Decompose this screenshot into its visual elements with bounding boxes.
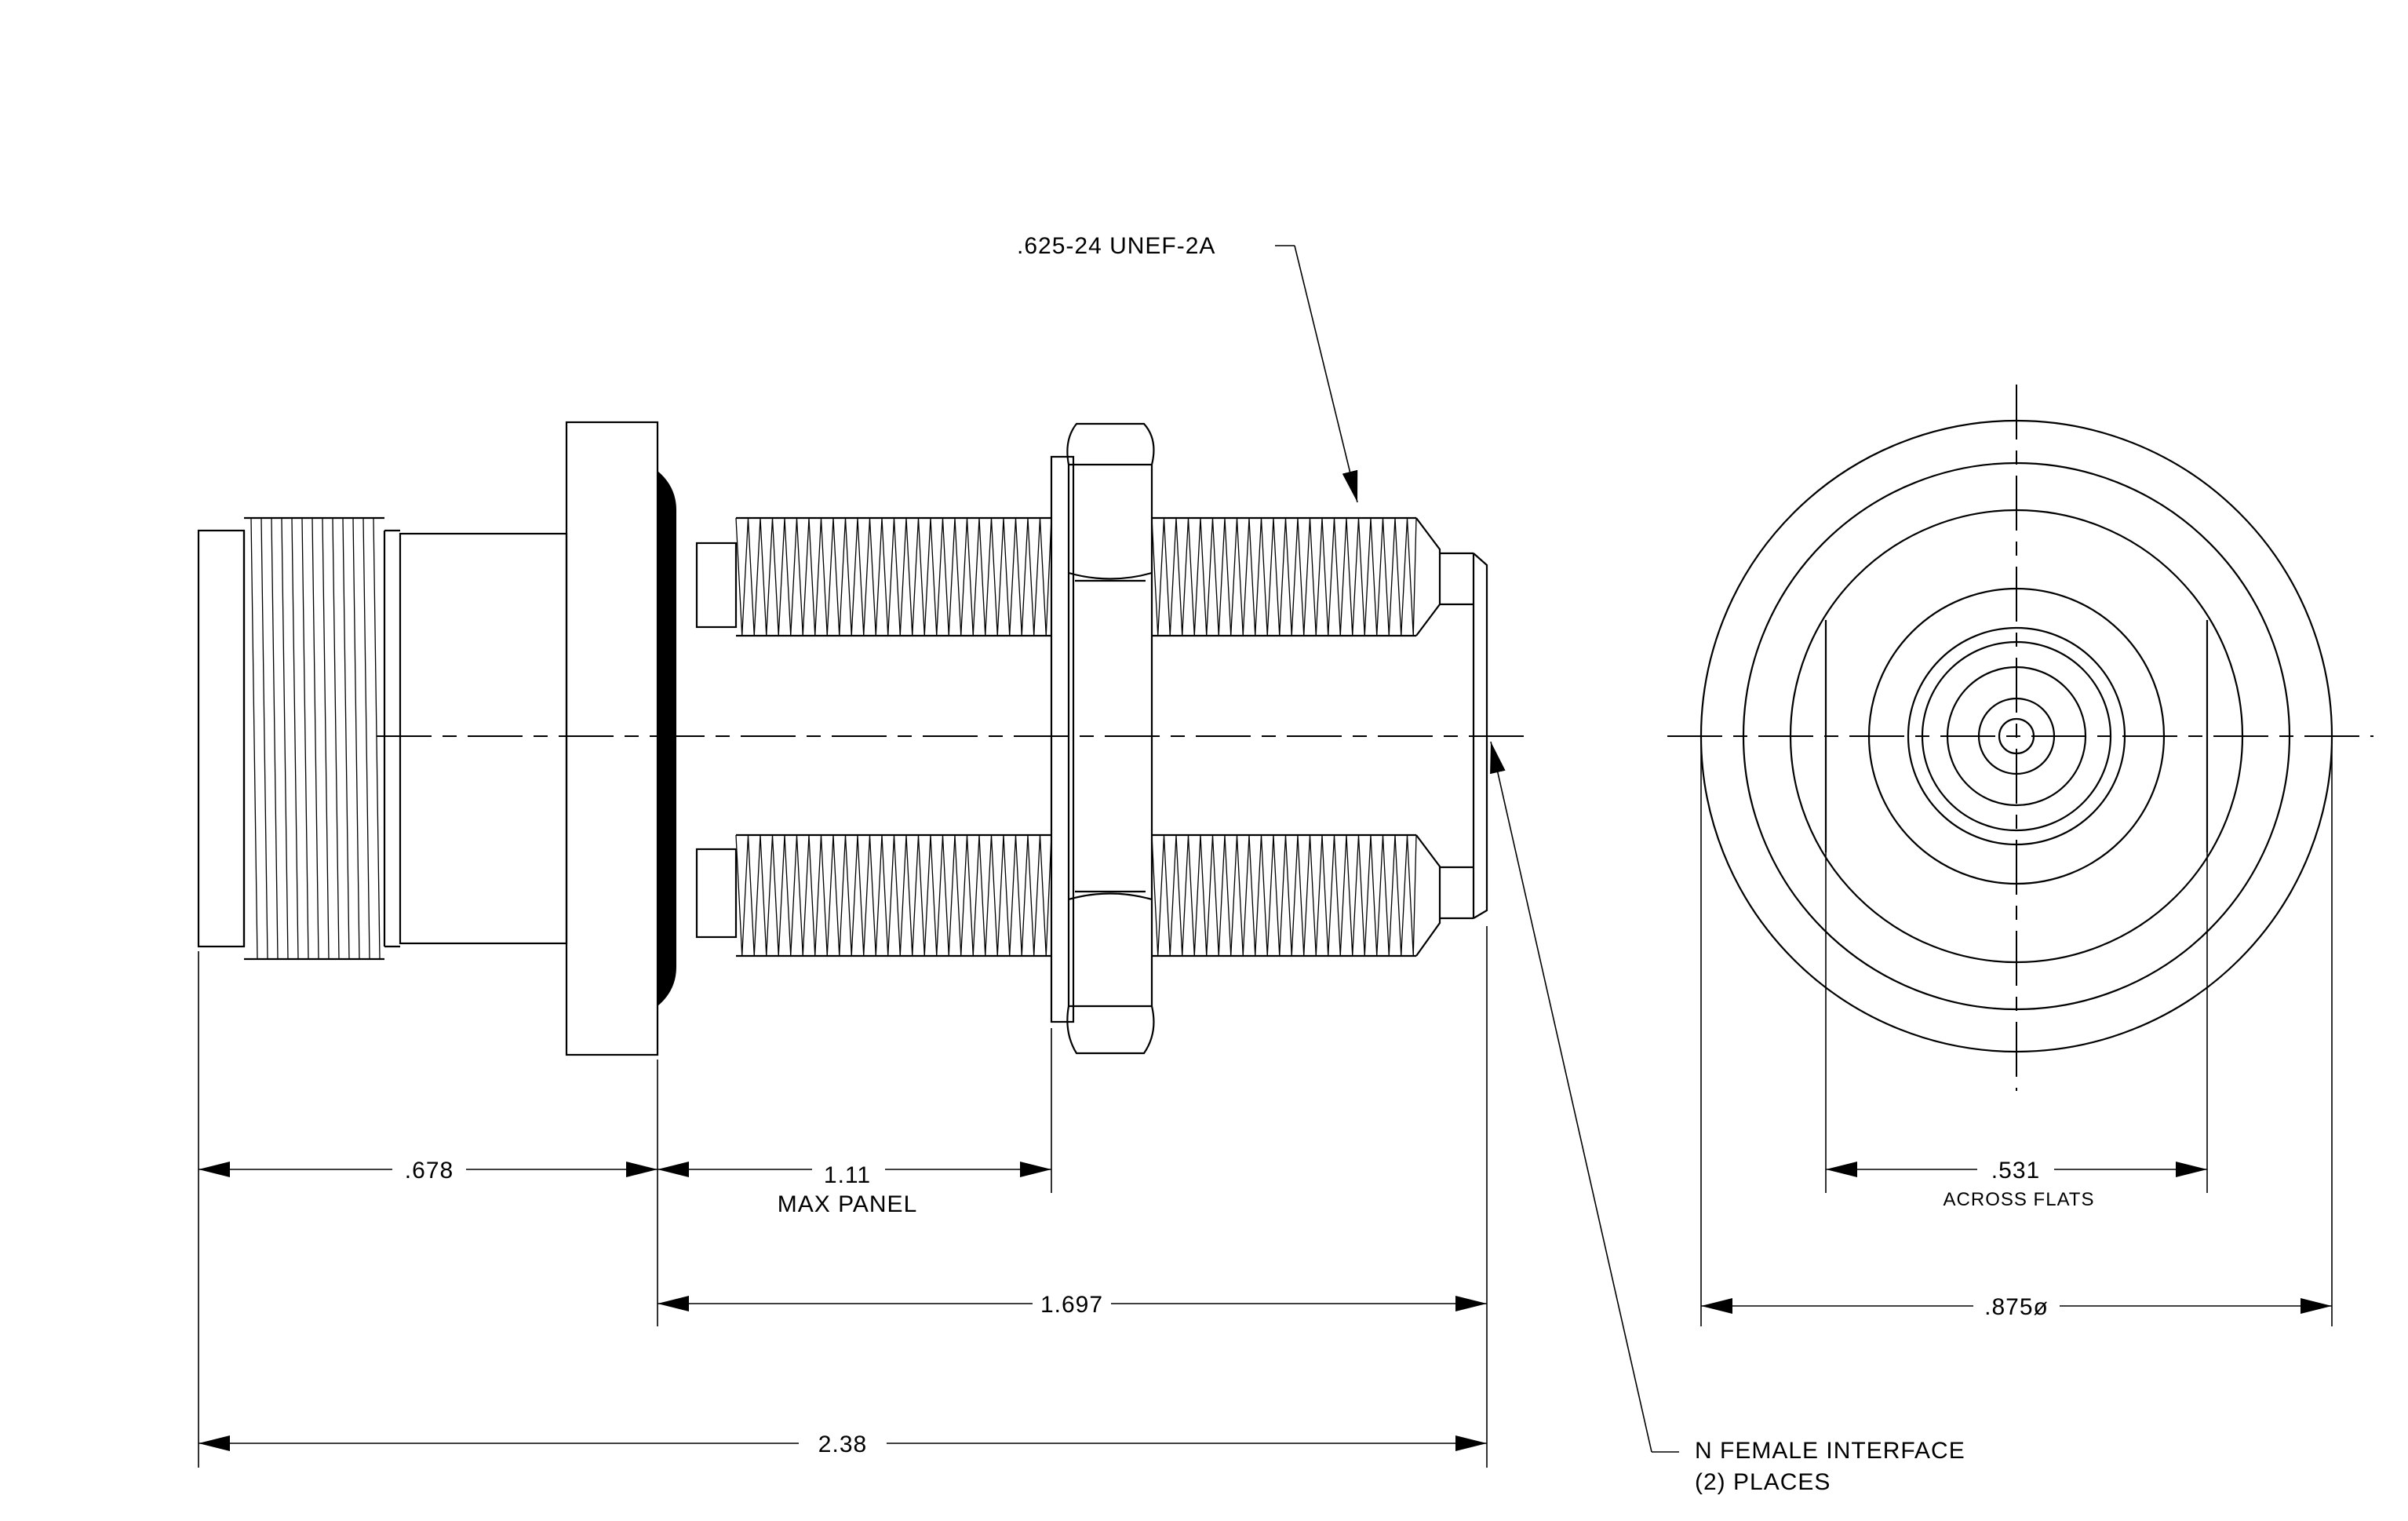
o-ring-gasket — [658, 471, 676, 1006]
interface-callout: N FEMALE INTERFACE (2) PLACES — [1490, 741, 1965, 1495]
contact-outer-circle — [1977, 697, 2056, 775]
front-interface — [1440, 552, 1488, 920]
left-end-cap — [197, 529, 246, 948]
dim-238-label: 2.38 — [818, 1432, 867, 1457]
dim-1697: 1.697 — [658, 1292, 1487, 1318]
body-circle — [1789, 509, 2244, 964]
mounting-flange — [565, 421, 659, 1056]
body-barrel — [384, 529, 568, 948]
end-view: .531 ACROSS FLATS .875ø — [1667, 385, 2373, 1326]
outer-flange-circle — [1699, 419, 2333, 1053]
thread-callout: .625-24 UNEF-2A — [1017, 233, 1358, 503]
dielectric-circle-inner — [1921, 640, 2112, 832]
nut-circle — [1742, 461, 2291, 1011]
coupling-circle — [1867, 587, 2166, 885]
dielectric-circle-outer — [1907, 626, 2126, 846]
dim-875-label: .875ø — [1984, 1294, 2049, 1320]
dim-531-note: ACROSS FLATS — [1944, 1189, 2095, 1210]
lock-washer — [1050, 455, 1075, 1023]
dim-1697-label: 1.697 — [1040, 1292, 1103, 1318]
extension-lines — [198, 926, 1488, 1468]
side-view: .678 1.11 MAX PANEL 1.697 2.38 .625-24 U… — [197, 233, 1965, 1495]
interface-callout-line2: (2) PLACES — [1695, 1469, 1831, 1495]
left-threaded-coupling — [242, 516, 386, 961]
upper-bulkhead-thread — [695, 516, 1441, 637]
lower-bulkhead-thread — [695, 833, 1441, 957]
dim-531: .531 ACROSS FLATS — [1826, 1158, 2207, 1210]
dim-111-note: MAX PANEL — [778, 1191, 918, 1217]
dim-111: 1.11 MAX PANEL — [658, 1162, 1051, 1217]
dim-678-label: .678 — [405, 1158, 454, 1184]
hex-nut — [1066, 422, 1155, 1055]
dim-875: .875ø — [1701, 1294, 2332, 1320]
insulator-circle — [1946, 666, 2087, 807]
interface-callout-line1: N FEMALE INTERFACE — [1695, 1438, 1965, 1464]
dim-238: 2.38 — [199, 1432, 1487, 1457]
contact-pin-circle — [1998, 717, 2035, 755]
dim-111-label: 1.11 — [824, 1162, 871, 1188]
thread-callout-label: .625-24 UNEF-2A — [1017, 233, 1215, 259]
dim-531-label: .531 — [1991, 1158, 2040, 1184]
dim-678: .678 — [199, 1158, 658, 1184]
